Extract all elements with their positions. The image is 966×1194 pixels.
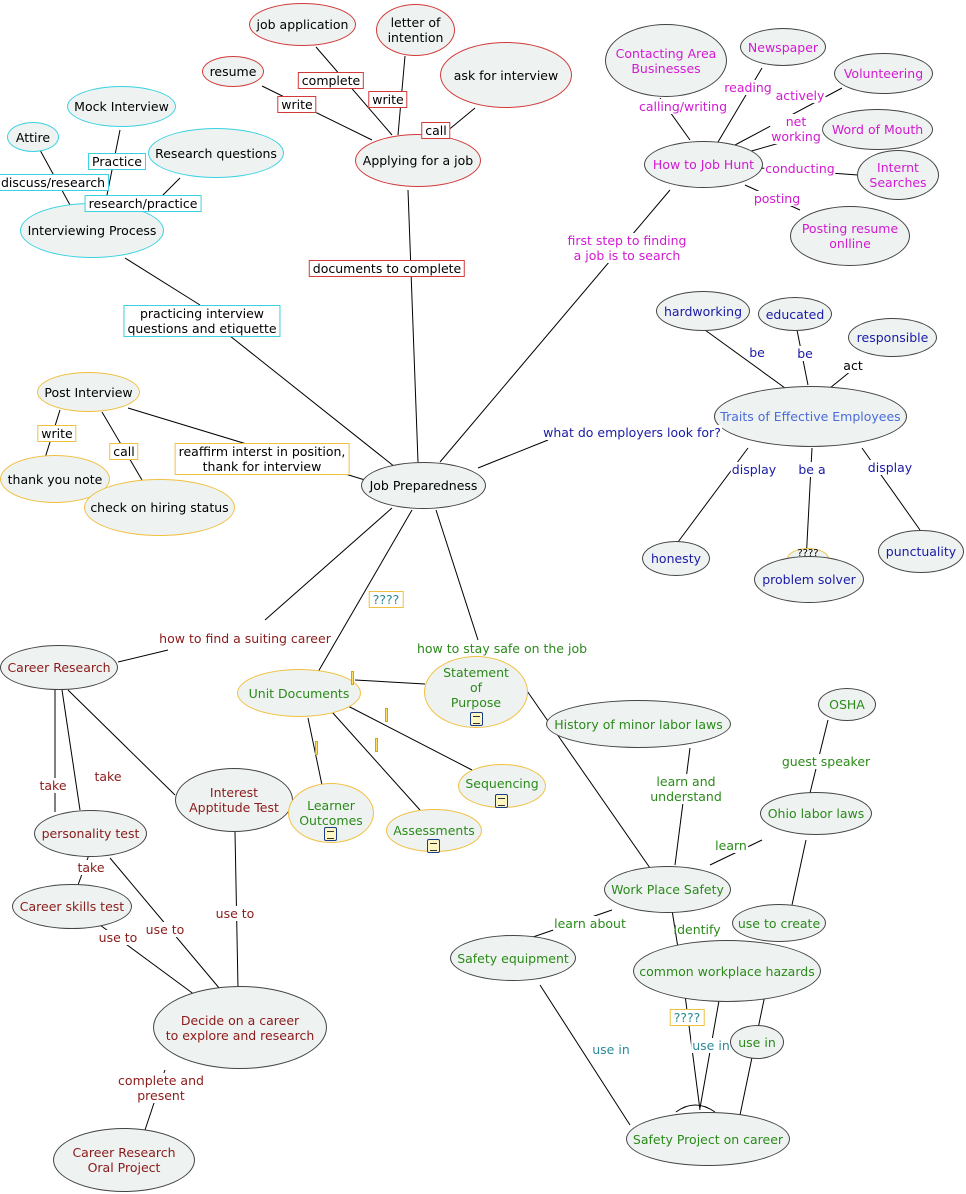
honesty-node[interactable]: honesty xyxy=(642,541,710,576)
contacting-businesses-node[interactable]: Contacting Area Businesses xyxy=(605,24,727,97)
safety-project-node[interactable]: Safety Project on career xyxy=(626,1112,790,1166)
unit-documents-node[interactable]: Unit Documents xyxy=(237,669,361,717)
use-in-node[interactable]: use in xyxy=(730,1025,784,1059)
actively-label: actively xyxy=(774,88,826,103)
be-label: be xyxy=(796,346,814,361)
take-label: take xyxy=(93,769,123,784)
internet-searches-node[interactable]: Internt Searches xyxy=(857,150,939,200)
document-icon[interactable] xyxy=(495,794,508,808)
resume-node[interactable]: resume xyxy=(202,56,264,87)
use-to-create-node[interactable]: use to create xyxy=(732,904,826,942)
how-to-find-career-label: how to find a suiting career xyxy=(158,631,332,646)
career-research-oral-project-node[interactable]: Career Research Oral Project xyxy=(53,1128,195,1192)
research-questions-node[interactable]: Research questions xyxy=(148,128,284,178)
career-research-node[interactable]: Career Research xyxy=(0,645,118,690)
reading-label: reading xyxy=(723,80,773,95)
common-workplace-hazards-node[interactable]: common workplace hazards xyxy=(633,940,821,1002)
newspaper-node[interactable]: Newspaper xyxy=(740,28,826,66)
complete-label: complete xyxy=(297,72,365,89)
work-place-safety-node[interactable]: Work Place Safety xyxy=(604,866,731,913)
documents-to-complete-label: documents to complete xyxy=(308,260,466,277)
decide-on-career-node[interactable]: Decide on a career to explore and resear… xyxy=(153,986,327,1069)
job-preparedness-node[interactable]: Job Preparedness xyxy=(361,462,486,509)
take-label: take xyxy=(38,778,68,793)
ohio-labor-laws-node[interactable]: Ohio labor laws xyxy=(760,792,872,835)
networking-label: net working xyxy=(770,114,822,144)
hardworking-node[interactable]: hardworking xyxy=(656,291,750,331)
learn-and-understand-label: learn and understand xyxy=(649,774,723,804)
take-label: take xyxy=(76,860,106,875)
interviewing-process-node[interactable]: Interviewing Process xyxy=(20,203,164,258)
attire-node[interactable]: Attire xyxy=(7,122,59,152)
use-in-label: use in xyxy=(591,1042,631,1057)
use-to-label: use to xyxy=(214,906,256,921)
interest-aptitude-test-node[interactable]: Interest Apptitude Test xyxy=(175,768,293,832)
job-application-node[interactable]: job application xyxy=(249,3,356,46)
write-label: write xyxy=(277,96,317,113)
write-label: write xyxy=(37,425,77,442)
problem-solver-node[interactable]: problem solver xyxy=(754,556,864,603)
be-label: be xyxy=(748,345,766,360)
hazards-qmarks-label: ???? xyxy=(669,1009,705,1026)
mock-interview-node[interactable]: Mock Interview xyxy=(67,86,176,127)
check-hiring-status-node[interactable]: check on hiring status xyxy=(84,479,235,536)
write-label: write xyxy=(368,91,408,108)
letter-of-intention-node[interactable]: letter of intention xyxy=(376,4,455,56)
use-to-label: use to xyxy=(144,922,186,937)
document-icon[interactable] xyxy=(470,712,483,726)
link-marker xyxy=(351,671,354,685)
research-practice-label: research/practice xyxy=(84,195,202,212)
career-skills-test-node[interactable]: Career skills test xyxy=(12,884,132,929)
practice-label: Practice xyxy=(88,153,146,170)
applying-for-job-node[interactable]: Applying for a job xyxy=(355,134,481,187)
learn-label: learn xyxy=(714,838,748,853)
discuss-research-label: discuss/research xyxy=(0,174,110,191)
use-to-label: use to xyxy=(97,930,139,945)
responsible-node[interactable]: responsible xyxy=(848,318,937,357)
act-label: act xyxy=(842,358,864,373)
display-label: display xyxy=(730,462,778,477)
first-step-label: first step to finding a job is to search xyxy=(566,233,688,263)
personality-test-node[interactable]: personality test xyxy=(34,810,147,857)
ask-for-interview-node[interactable]: ask for interview xyxy=(440,42,572,108)
learn-about-label: learn about xyxy=(553,916,627,931)
document-icon[interactable] xyxy=(324,827,337,841)
posting-label: posting xyxy=(752,191,802,206)
post-interview-node[interactable]: Post Interview xyxy=(37,372,140,412)
word-of-mouth-node[interactable]: Word of Mouth xyxy=(822,109,933,150)
reaffirm-interest-label: reaffirm interst in position, thank for … xyxy=(174,443,350,475)
document-icon[interactable] xyxy=(427,839,440,853)
volunteering-node[interactable]: Volunteering xyxy=(834,53,933,94)
call-label: call xyxy=(421,122,451,139)
osha-node[interactable]: OSHA xyxy=(818,688,876,721)
history-labor-laws-node[interactable]: History of minor labor laws xyxy=(546,700,731,748)
traits-effective-employees-node[interactable]: Traits of Effective Employees xyxy=(714,386,907,447)
be-a-label: be a xyxy=(797,462,827,477)
what-employers-look-for-label: what do employers look for? xyxy=(542,425,722,440)
posting-resume-node[interactable]: Posting resume onlline xyxy=(790,206,910,266)
calling-writing-label: calling/writing xyxy=(637,99,729,114)
link-marker xyxy=(375,738,378,752)
assessments-node[interactable]: Assessments xyxy=(386,809,482,852)
guest-speaker-label: guest speaker xyxy=(780,754,872,769)
conducting-label: conducting xyxy=(764,161,836,176)
identify-label: Identify xyxy=(673,922,721,937)
link-marker xyxy=(315,741,318,755)
how-to-job-hunt-node[interactable]: How to Job Hunt xyxy=(644,141,763,188)
practicing-interview-label: practicing interview questions and etiqu… xyxy=(123,305,281,337)
how-to-stay-safe-label: how to stay safe on the job xyxy=(416,641,588,656)
call-label: call xyxy=(109,443,139,460)
display-label: display xyxy=(866,460,914,475)
safety-equipment-node[interactable]: Safety equipment xyxy=(450,935,576,981)
unit-qmarks-label: ???? xyxy=(368,591,404,608)
link-marker xyxy=(385,708,388,722)
punctuality-node[interactable]: punctuality xyxy=(878,530,964,573)
use-in-label: use in xyxy=(691,1038,731,1053)
educated-node[interactable]: educated xyxy=(758,297,832,331)
complete-and-present-label: complete and present xyxy=(117,1073,205,1103)
